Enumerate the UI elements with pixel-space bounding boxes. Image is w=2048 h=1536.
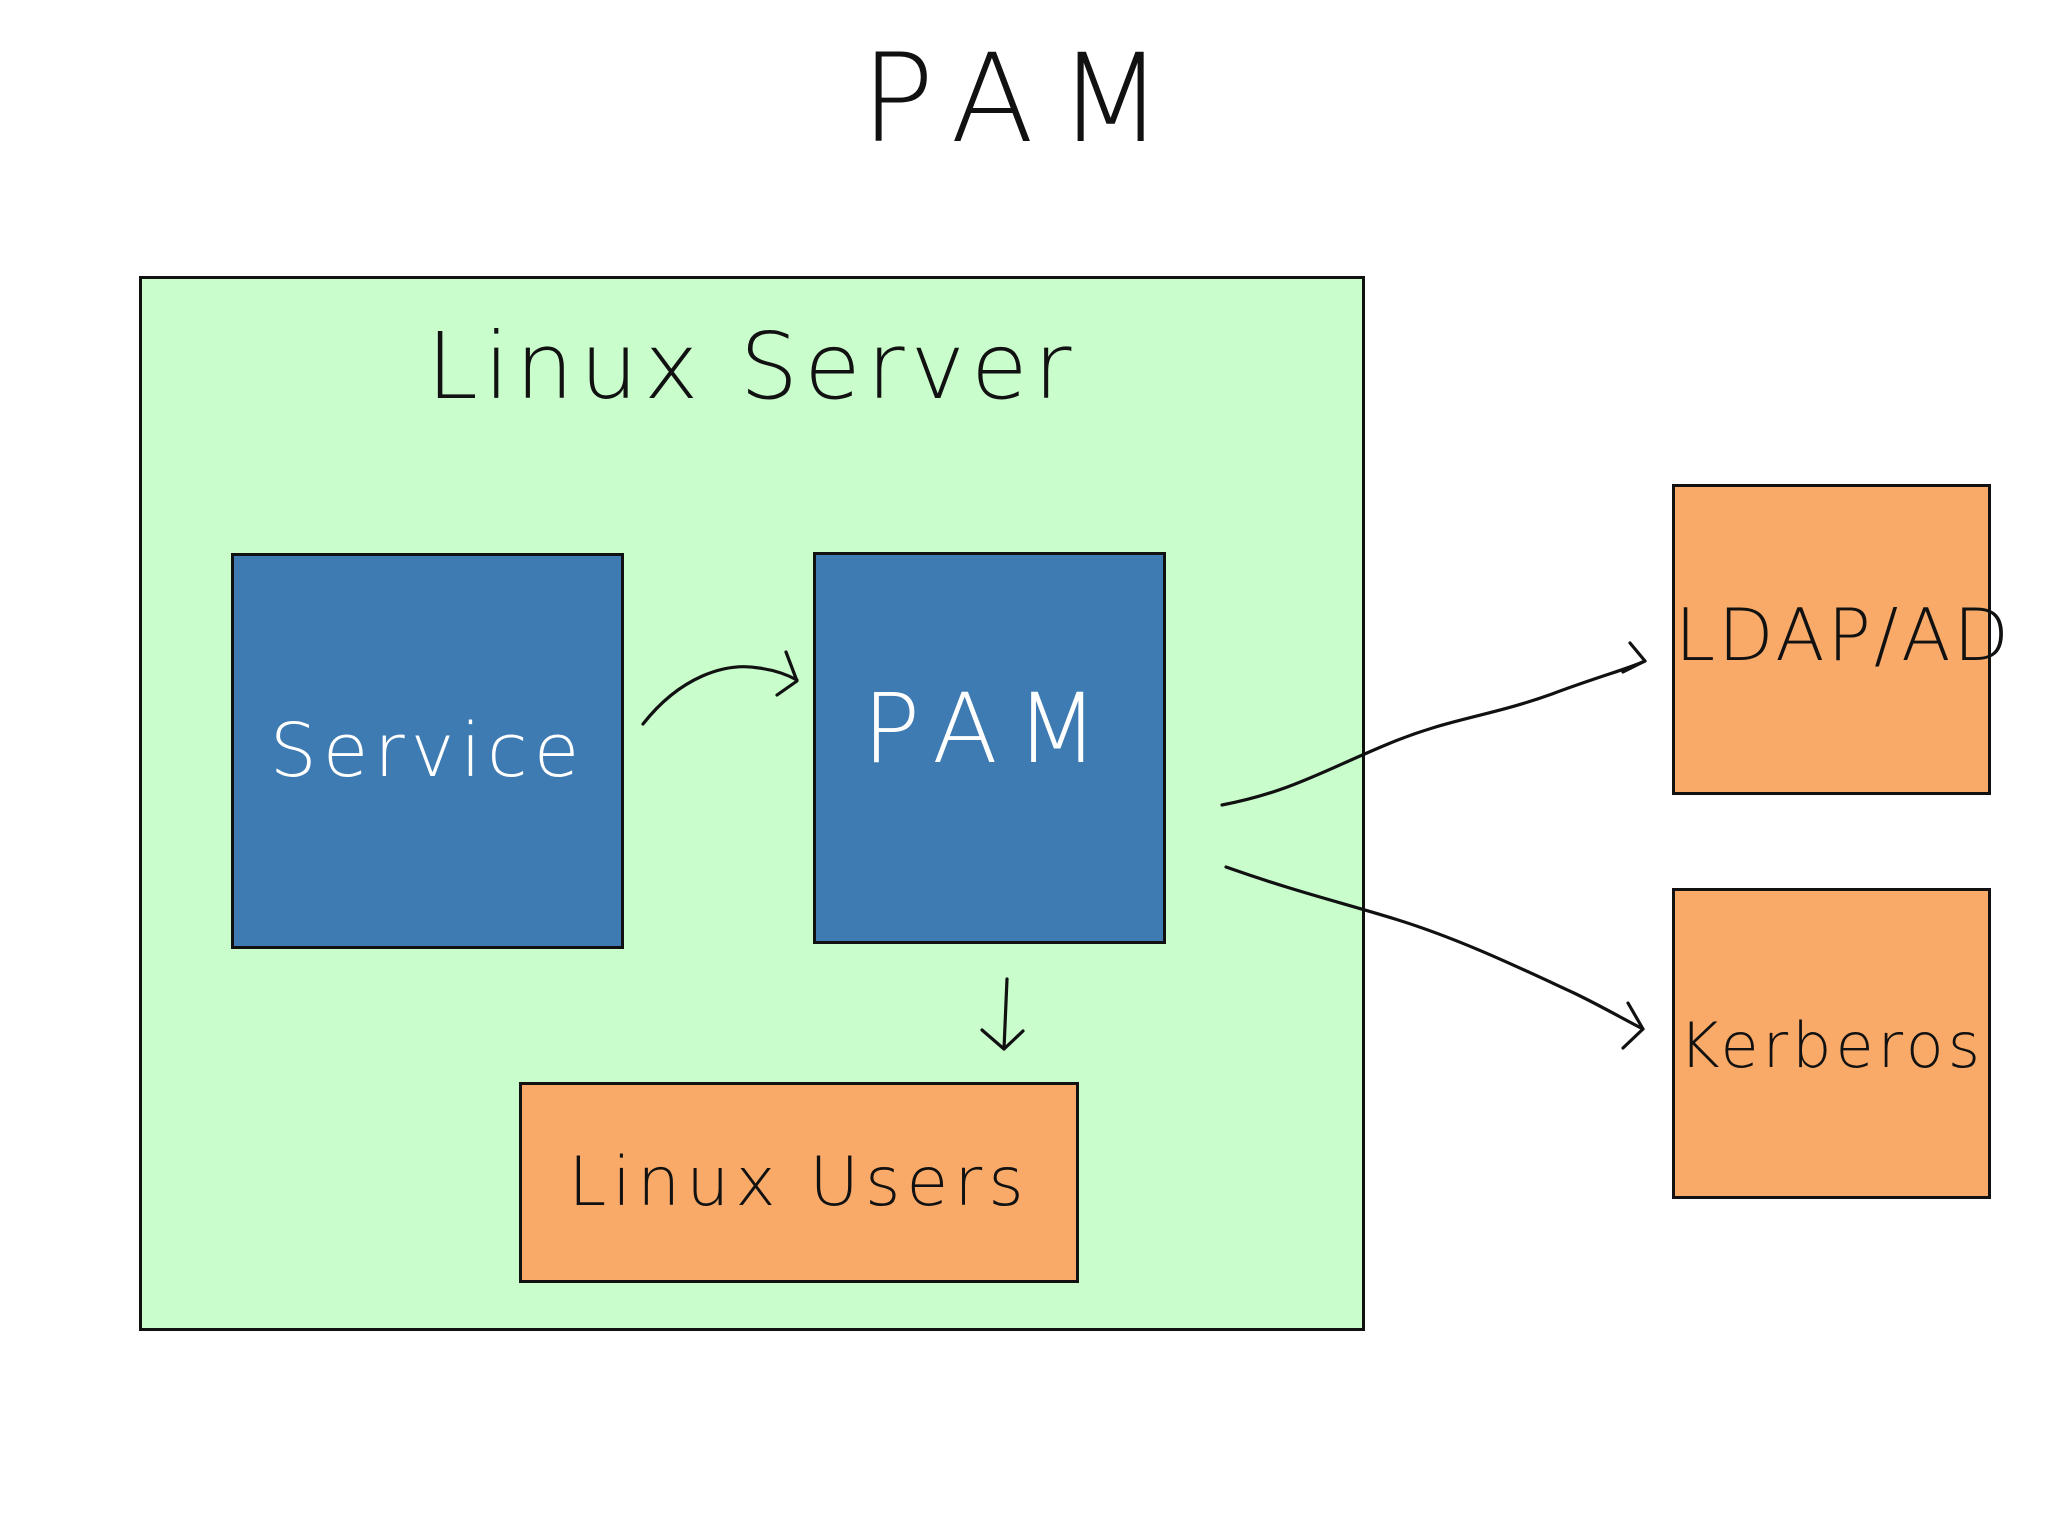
- linux-users-label: Linux Users: [568, 1143, 1030, 1222]
- ldap-ad-box: LDAP/AD: [1672, 484, 2012, 795]
- service-label: Service: [269, 708, 586, 794]
- pam-to-ldap-arrowhead: [1621, 641, 1647, 674]
- diagram-title: PAM: [860, 28, 1188, 170]
- linux-users-box: Linux Users: [519, 1082, 1079, 1283]
- pam-module-label: PAM: [862, 673, 1117, 785]
- service-box: Service: [231, 553, 624, 949]
- linux-server-label: Linux Server: [426, 313, 1078, 420]
- ldap-ad-label: LDAP/AD: [1675, 593, 2012, 677]
- pam-module-box: PAM: [813, 552, 1166, 944]
- pam-to-kerberos-arrowhead: [1621, 1001, 1645, 1050]
- kerberos-label: Kerberos: [1678, 1009, 1985, 1082]
- kerberos-box: Kerberos: [1672, 888, 1991, 1199]
